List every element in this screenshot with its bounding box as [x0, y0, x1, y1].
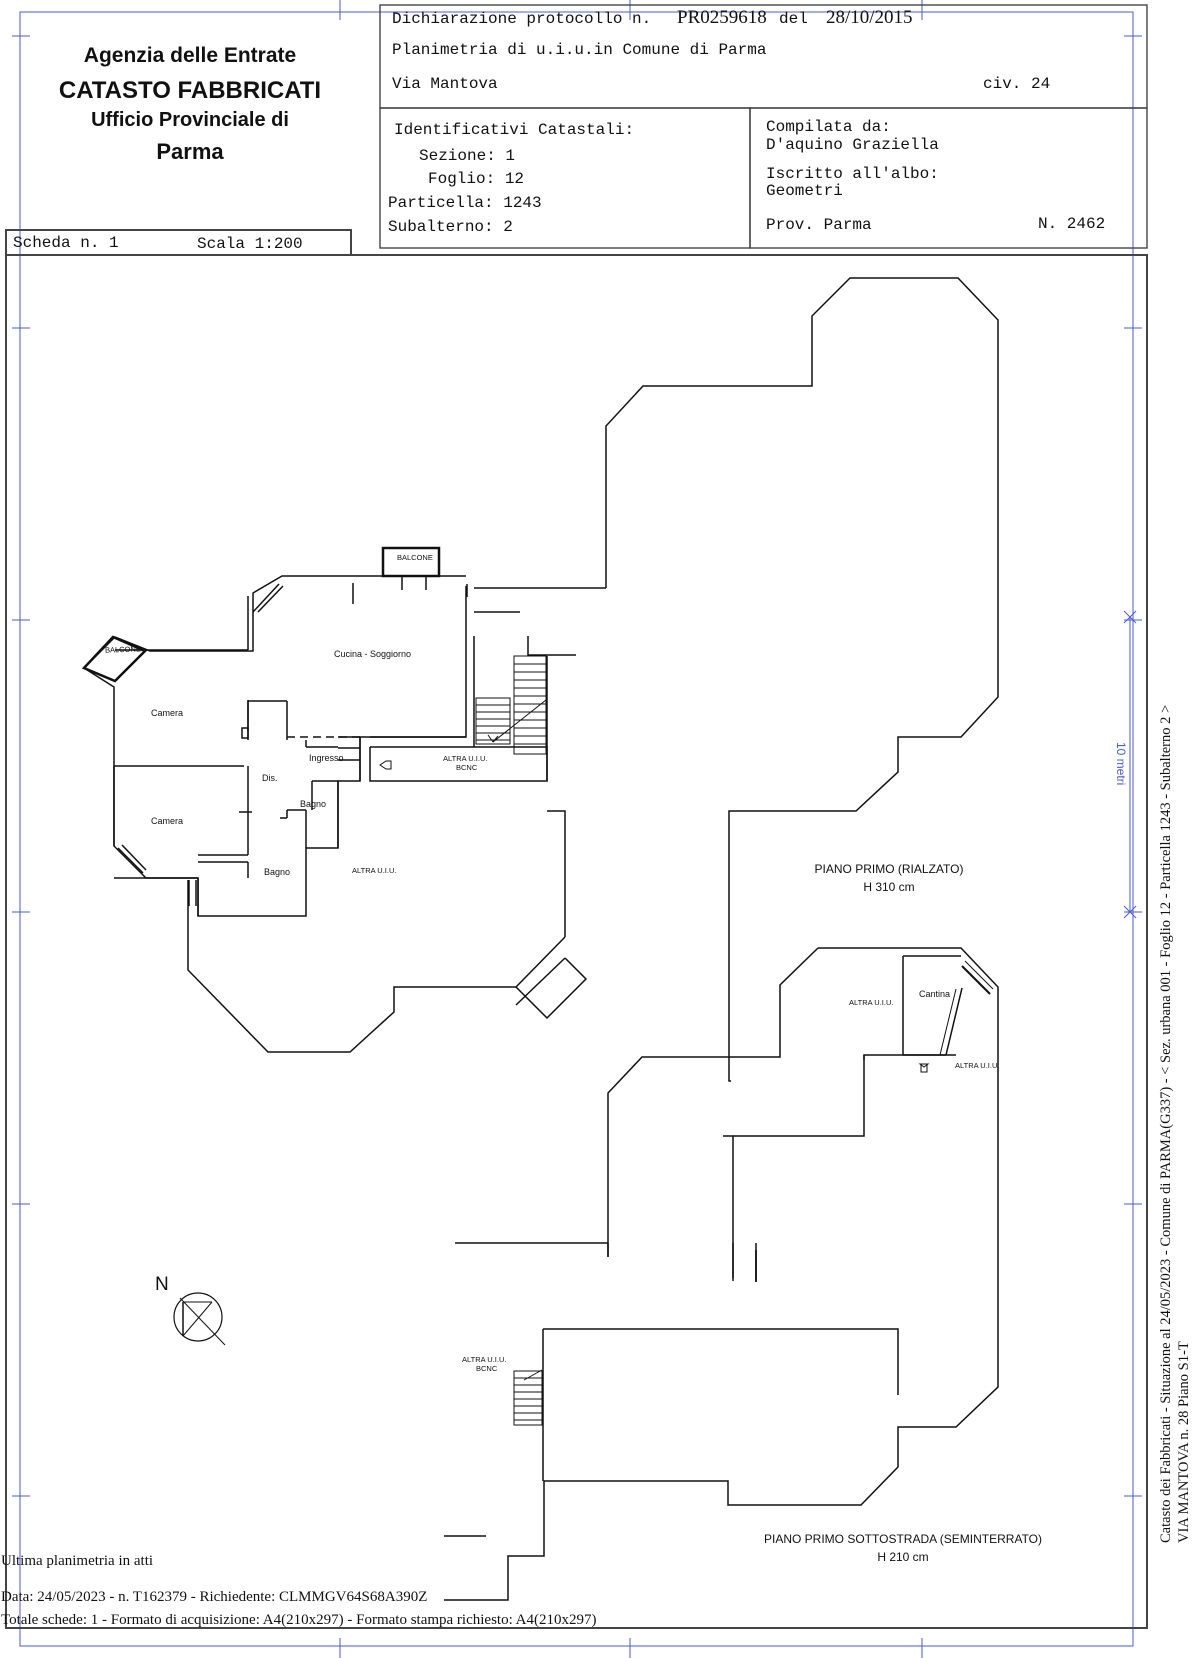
- label-camera-2: Camera: [151, 816, 184, 826]
- basement-outline-top: [444, 947, 999, 1601]
- scheda-scale: Scala 1:200: [197, 235, 303, 253]
- floor-label-sottostrada: PIANO PRIMO SOTTOSTRADA (SEMINTERRATO): [763, 1532, 1043, 1546]
- identifier-particella: Particella: 1243: [388, 194, 542, 212]
- side-text-line-2: VIA MANTOVA n. 28 Piano S1-T: [1176, 1341, 1192, 1543]
- label-disimpegno: Dis.: [262, 773, 278, 783]
- label-cucina-soggiorno: Cucina - Soggiorno: [334, 649, 412, 659]
- floor-height-primo: H 310 cm: [863, 880, 915, 894]
- label-altra-uiu-2: ALTRA U.I.U.: [849, 998, 894, 1007]
- label-altra-uiu-bcnc-1a: ALTRA U.I.U.: [443, 754, 488, 763]
- scale-bar-label: 10 metri: [1114, 742, 1128, 786]
- footer-line-1: Ultima planimetria in atti: [1, 1553, 154, 1569]
- scheda-number: Scheda n. 1: [13, 234, 119, 252]
- protocol-label: Dichiarazione protocollo n.: [392, 10, 652, 28]
- office-line-4: Parma: [156, 139, 224, 164]
- side-text-line-1: Catasto dei Fabbricati - Situazione al 2…: [1158, 704, 1174, 1543]
- outline-angle-box: [515, 957, 588, 1020]
- label-bagno-1: Bagno: [300, 799, 327, 809]
- floor-height-sottostrada: H 210 cm: [877, 1550, 929, 1564]
- footer-line-3: Totale schede: 1 - Formato di acquisizio…: [1, 1612, 597, 1628]
- outline-lower: [187, 880, 566, 1053]
- identifier-subalterno: Subalterno: 2: [388, 218, 513, 236]
- label-balcone-left: BALCONE: [104, 644, 142, 655]
- street-label: Via Mantova: [392, 75, 498, 93]
- office-line-2: CATASTO FABBRICATI: [58, 77, 322, 104]
- identifier-foglio: Foglio: 12: [428, 170, 525, 188]
- protocol-number: PR0259618: [677, 7, 767, 28]
- label-camera-1: Camera: [151, 708, 184, 718]
- north-letter: N: [155, 1274, 169, 1295]
- protocol-date-label: del: [779, 10, 808, 28]
- floor-label-primo: PIANO PRIMO (RIALZATO): [814, 862, 964, 876]
- protocol-date: 28/10/2015: [826, 7, 913, 28]
- label-cantina: Cantina: [919, 989, 951, 999]
- compiler-province: Prov. Parma: [766, 216, 872, 234]
- footer-line-2: Data: 24/05/2023 - n. T162379 - Richiede…: [1, 1589, 428, 1605]
- label-altra-uiu-bcnc-1b: BCNC: [456, 763, 478, 772]
- outline-south: [547, 810, 566, 937]
- label-altra-uiu-1: ALTRA U.I.U.: [352, 866, 397, 875]
- compiler-name: D'aquino Graziella: [766, 136, 939, 154]
- office-line-1: Agenzia delle Entrate: [83, 44, 297, 67]
- civic-number: civ. 24: [983, 75, 1051, 93]
- outline-east-wing: [605, 277, 999, 1082]
- albo-value: Geometri: [766, 182, 843, 200]
- office-line-3: Ufficio Provinciale di: [91, 109, 289, 131]
- label-balcone-top: BALCONE: [397, 553, 433, 562]
- label-altra-uiu-3: ALTRA U.I.U.: [955, 1061, 1000, 1070]
- identifier-sezione: Sezione: 1: [419, 147, 516, 165]
- label-altra-uiu-bcnc-2a: ALTRA U.I.U.: [462, 1355, 507, 1364]
- label-altra-uiu-bcnc-2b: BCNC: [476, 1364, 498, 1373]
- label-ingresso: Ingresso: [309, 753, 344, 763]
- compiler-label: Compilata da:: [766, 118, 891, 136]
- identifiers-title: Identificativi Catastali:: [394, 121, 635, 139]
- albo-label: Iscritto all'albo:: [766, 165, 939, 183]
- compiler-number: N. 2462: [1038, 215, 1106, 233]
- plan-label: Planimetria di u.i.u.in Comune di Parma: [392, 41, 767, 59]
- label-bagno-2: Bagno: [264, 867, 291, 877]
